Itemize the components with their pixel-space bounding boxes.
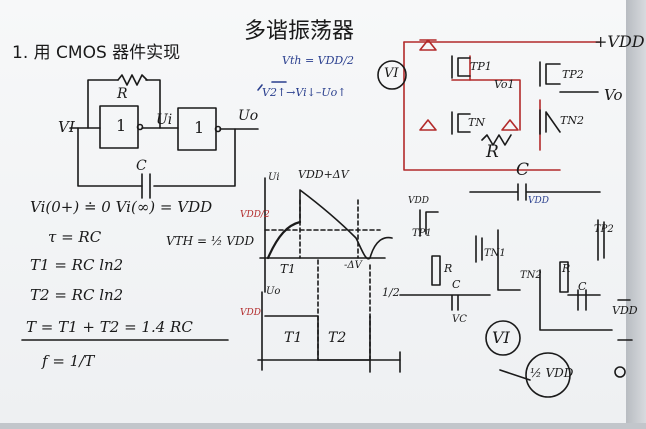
equation-frequency: f = 1/T — [42, 352, 95, 370]
waveform-t1-box: T1 — [284, 330, 303, 346]
red-mid-wire — [451, 79, 521, 131]
bottom-tn2-label: TN2 — [520, 270, 542, 281]
bottom-r-box — [431, 255, 441, 286]
vi-circle-right — [377, 60, 407, 90]
capacitor-plates — [141, 173, 151, 199]
bottom-r2-label: R — [562, 262, 571, 275]
bottom-r-label: R — [444, 262, 453, 275]
equation-t2: T2 = RC ln2 — [30, 286, 124, 304]
tp2-transistor — [539, 61, 561, 87]
bottom-mid-wire — [399, 294, 491, 311]
bottom-tp1-label: TP1 — [412, 228, 432, 239]
right-tp1-label: TP1 — [470, 60, 492, 73]
bottom-half-label: 1/2 — [382, 286, 400, 299]
red-diode-2 — [419, 119, 437, 131]
bottom-vdd-wire — [497, 229, 521, 291]
equation-initial-final: Vi(0+) ≐ 0 Vi(∞) = VDD — [30, 198, 213, 216]
gate1-label: 1 — [116, 116, 127, 135]
red-wire-left — [403, 41, 561, 171]
resistor-label: R — [117, 86, 128, 102]
resistor-zigzag — [117, 74, 148, 86]
bottom-vdd-b: VDD — [528, 196, 549, 206]
bottom-fraction-label: ½ VDD — [530, 366, 574, 380]
equation-tau: τ = RC — [48, 228, 102, 246]
board-frame-bottom — [0, 423, 646, 429]
bottom-tn1-label: TN1 — [484, 248, 506, 259]
section-heading: 1. 用 CMOS 器件实现 — [12, 43, 181, 63]
right-capacitor-label: C — [516, 160, 530, 180]
bottom-fraction-circle — [525, 352, 571, 398]
bottom-c-label: C — [452, 278, 461, 291]
right-tn2-label: TN2 — [560, 114, 584, 127]
bottom-vi-circle — [485, 320, 521, 356]
waveform-t1-mark: T1 — [280, 262, 296, 276]
waveform-t2-box: T2 — [328, 330, 347, 346]
board-frame-right — [626, 0, 646, 429]
bottom-c2-label: C — [578, 280, 587, 293]
ui-curve-charge — [266, 220, 302, 260]
wire-c-loop — [77, 127, 236, 187]
bottom-vdd-c: VDD — [612, 304, 638, 317]
tp1-transistor — [451, 55, 471, 79]
right-input-label: VI — [384, 66, 399, 81]
right-resistor-label: R — [486, 142, 499, 162]
red-diode-3 — [501, 119, 519, 131]
waveform-uo-label: Uo — [266, 286, 281, 297]
bottom-tn1 — [475, 235, 483, 263]
red-diode-1 — [419, 39, 437, 51]
node-label: Ui — [156, 112, 173, 128]
right-resistor — [481, 134, 512, 146]
bottom-right-tp — [597, 219, 605, 261]
waveform-ui-label: Ui — [268, 172, 280, 183]
right-supply-label: +VDD — [594, 32, 645, 51]
equation-period: T = T1 + T2 = 1.4 RC — [26, 318, 193, 336]
ui-dashed-top — [299, 199, 359, 259]
uo-dashed — [317, 259, 371, 361]
waveform-peak-label: VDD+ΔV — [298, 168, 349, 181]
right-tp2-label: TP2 — [562, 68, 584, 81]
right-tn1-label: TN — [468, 116, 485, 129]
tn2-transistor — [539, 109, 561, 135]
right-output-label: Vo — [604, 86, 623, 104]
bottom-ground — [614, 366, 626, 378]
wire-r-loop — [87, 79, 161, 129]
waveform-vdd-label: VDD — [240, 308, 261, 318]
equation-vth: VTH = ½ VDD — [166, 234, 255, 248]
waveform-vth-label: VDD/2 — [240, 210, 270, 220]
ui-curve-discharge — [299, 189, 393, 260]
input-label: VI — [58, 118, 75, 136]
uo-tail — [369, 351, 401, 373]
tn1-transistor — [451, 111, 471, 135]
bottom-vdd-a: VDD — [408, 196, 429, 206]
bottom-vc-label: VC — [452, 314, 467, 325]
right-cap — [469, 183, 601, 201]
equation-t1: T1 = RC ln2 — [30, 256, 124, 274]
waveform-neg-label: -ΔV — [344, 260, 362, 271]
bottom-arrows — [499, 299, 633, 381]
capacitor-label: C — [136, 158, 147, 174]
blue-note-vth: Vth = VDD/2 — [282, 54, 354, 67]
bottom-tp2-label: TP2 — [594, 224, 614, 235]
output-label: Uo — [238, 108, 259, 124]
bottom-right-wires — [539, 269, 613, 331]
board-title: 多谐振荡器 — [244, 19, 355, 44]
right-node-label: Vo1 — [494, 78, 515, 91]
bottom-vi-label: VI — [492, 328, 510, 347]
gate2-label: 1 — [194, 118, 205, 137]
ui-axis — [259, 177, 386, 293]
bottom-right-box — [559, 261, 569, 293]
blue-note-chain: V2↑→Vi↓–Uo↑ — [262, 86, 347, 99]
bottom-tp1 — [419, 209, 439, 237]
